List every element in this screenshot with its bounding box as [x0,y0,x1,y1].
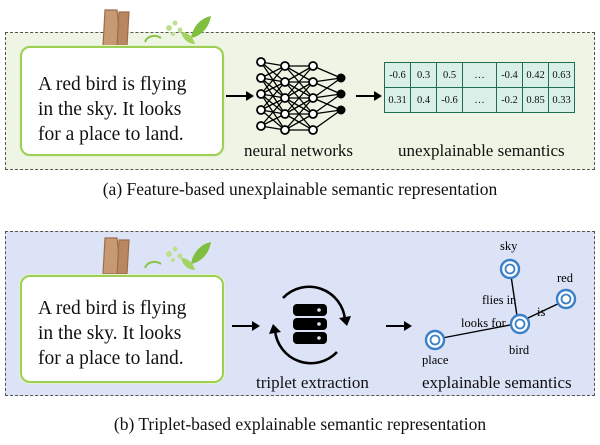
input-text-card: A red bird is flying in the sky. It look… [20,46,224,156]
text-line: A red bird is flying [38,298,187,319]
edge-label-is: is [537,305,545,319]
edge-label-flies-in: flies in [482,293,517,307]
clip-leaf-decoration-icon [102,9,211,47]
matrix-cell: 0.85 [522,87,549,113]
unexplainable-semantics-label: unexplainable semantics [398,141,565,160]
edge-label-looks-for: looks for [461,316,507,330]
text-line: in the sky. It looks [38,99,182,120]
neural-network-icon [256,57,346,135]
matrix-cell: 0.3 [410,62,437,88]
matrix-cell: … [462,62,497,88]
arrow-icon [386,321,412,331]
node-label-bird: bird [509,343,530,357]
text-line: A red bird is flying [38,74,187,95]
caption-a: (a) Feature-based unexplainable semantic… [102,179,498,199]
knowledge-graph: sky red place bird flies in is looks for [422,239,577,367]
caption-b: (b) Triplet-based explainable semantic r… [113,414,487,434]
arrow-icon [226,91,254,101]
matrix-cell: 0.31 [384,87,411,113]
text-line: for a place to land. [38,124,184,145]
matrix-row: -0.6 0.3 0.5 … -0.4 0.42 0.63 [384,62,575,88]
clip-leaf-decoration-icon [102,237,211,275]
text-line: for a place to land. [38,348,184,369]
text-line: in the sky. It looks [38,323,182,344]
matrix-cell: 0.33 [548,87,575,113]
matrix-row: 0.31 0.4 -0.6 … -0.2 0.85 0.33 [384,87,575,113]
node-label-sky: sky [500,239,518,253]
matrix-cell: -0.6 [436,87,463,113]
arrow-icon [232,321,260,331]
triplet-extraction-label: triplet extraction [256,373,369,392]
edge-looks-for [436,324,511,340]
matrix-cell: … [462,87,497,113]
database-cycle-icon [269,285,351,365]
node-icon [424,258,577,351]
node-label-red: red [557,271,574,285]
input-text-card: A red bird is flying in the sky. It look… [20,275,224,383]
embedding-matrix: -0.6 0.3 0.5 … -0.4 0.42 0.63 0.31 0.4 -… [384,62,575,113]
input-text: A red bird is flying in the sky. It look… [38,72,238,147]
matrix-cell: -0.6 [384,62,411,88]
matrix-cell: 0.63 [548,62,575,88]
matrix-cell: 0.5 [436,62,463,88]
arrow-icon [356,91,382,101]
input-text: A red bird is flying in the sky. It look… [38,296,238,371]
matrix-cell: 0.42 [522,62,549,88]
neural-networks-label: neural networks [244,141,354,160]
explainable-semantics-label: explainable semantics [422,373,572,392]
matrix-cell: -0.4 [496,62,523,88]
matrix-cell: -0.2 [496,87,523,113]
matrix-cell: 0.4 [410,87,437,113]
node-label-place: place [422,353,449,367]
